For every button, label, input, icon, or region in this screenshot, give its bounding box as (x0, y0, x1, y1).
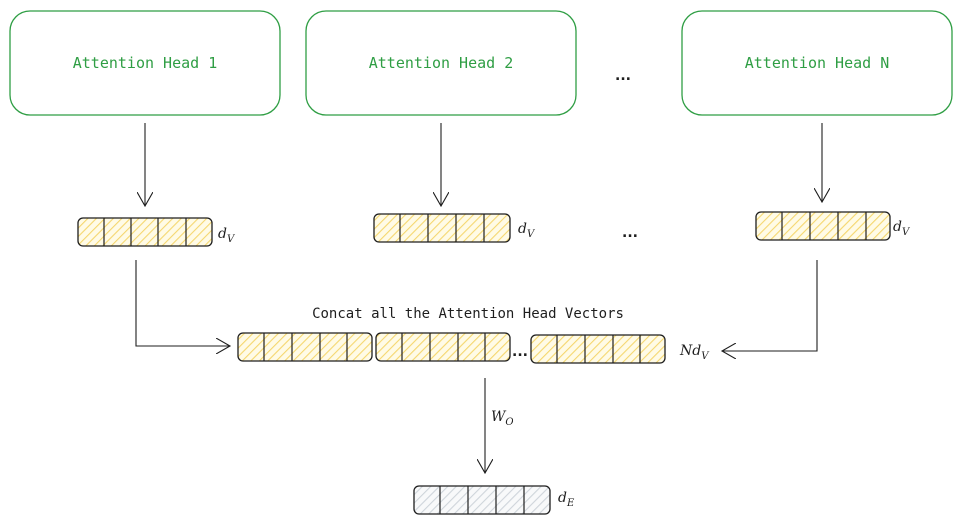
concat-dimension-label: NdV (679, 343, 710, 362)
attention-head-2-box (305, 10, 577, 116)
concat-segment-n (530, 334, 666, 364)
head-1-output-vector (77, 217, 213, 247)
attention-head-n-label: Attention Head N (745, 54, 890, 72)
vector-box (755, 211, 891, 241)
head-n-output-vector (755, 211, 891, 241)
head-n-to-concat-arrow (722, 260, 818, 351)
projection-label: WO (491, 409, 514, 428)
vector-box (77, 217, 213, 247)
heads-ellipsis: ... (615, 68, 631, 84)
attention-head-1-label: Attention Head 1 (73, 54, 218, 72)
output-vector (413, 485, 551, 515)
output-dimension-label: dE (558, 490, 575, 509)
concat-segment-1 (237, 332, 373, 362)
vectors-ellipsis: ... (622, 225, 638, 241)
attention-head-1-box (9, 10, 281, 116)
head-1-to-concat-arrow (135, 260, 230, 346)
concat-caption: Concat all the Attention Head Vectors (312, 306, 624, 322)
head-1-dimension-label: dV (218, 226, 236, 245)
head-n-dimension-label: dV (893, 219, 911, 238)
attention-head-2: Attention Head 2 (305, 10, 577, 116)
concat-segment-2 (375, 332, 511, 362)
attention-head-2-label: Attention Head 2 (369, 54, 514, 72)
head-2-output-vector (373, 213, 511, 243)
attention-head-1: Attention Head 1 (9, 10, 281, 116)
attention-head-n: Attention Head N (681, 10, 953, 116)
attention-head-n-box (681, 10, 953, 116)
concat-ellipsis: ... (512, 344, 528, 360)
concatenated-vector: ... (237, 332, 666, 364)
head-2-dimension-label: dV (518, 221, 536, 240)
vector-box (373, 213, 511, 243)
vector-box (413, 485, 551, 515)
